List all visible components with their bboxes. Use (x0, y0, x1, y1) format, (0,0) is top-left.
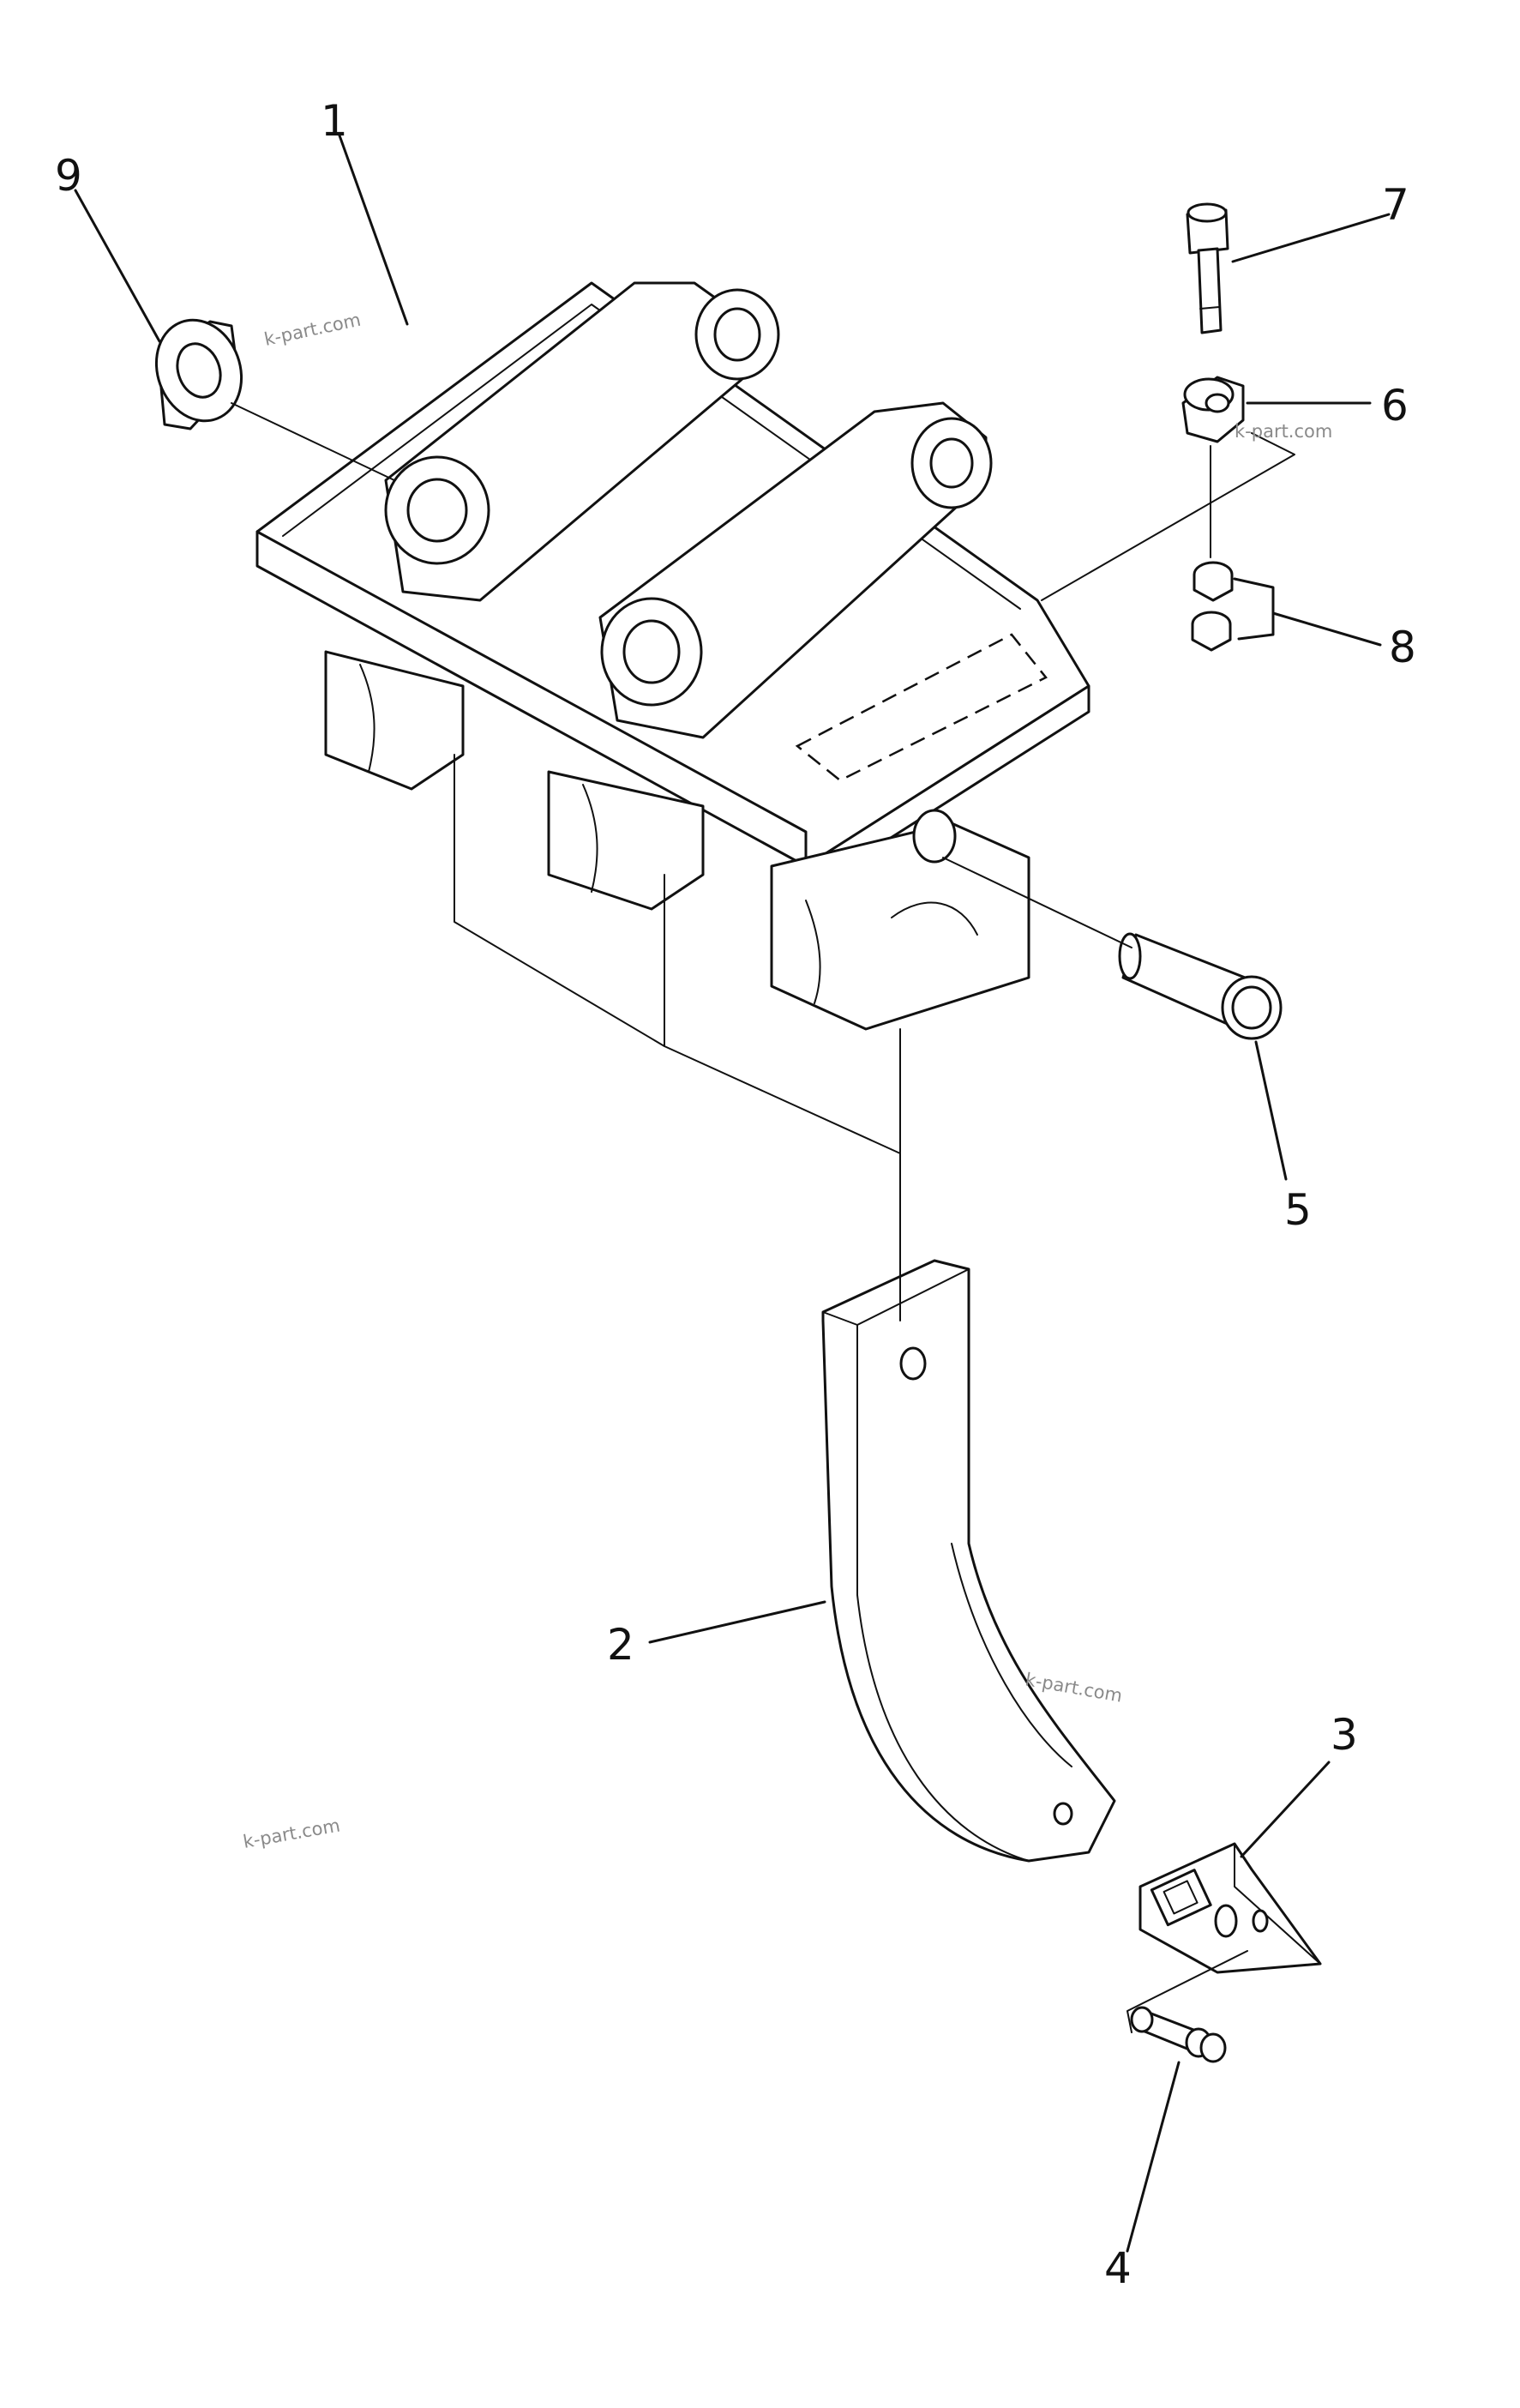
shank-part (821, 1259, 1116, 1863)
assembly-lines (231, 402, 1295, 2033)
collar-part (1181, 376, 1245, 443)
shank-holder-part (255, 281, 1090, 1031)
callout-2: 2 (607, 1620, 634, 1670)
holder-pin-part (1118, 932, 1283, 1040)
callout-5: 5 (1284, 1185, 1312, 1235)
watermark-2: k-part.com (1235, 421, 1332, 442)
callout-9: 9 (55, 151, 82, 201)
bolt-part (1186, 202, 1229, 334)
bushing-part (154, 318, 243, 430)
callout-labels: 1 2 3 4 5 6 7 8 9 (55, 96, 1416, 2293)
callout-8: 8 (1389, 623, 1416, 672)
watermark-4: k-part.com (242, 1815, 342, 1851)
callout-7: 7 (1382, 180, 1409, 230)
leader-lines (74, 134, 1391, 2253)
callout-3: 3 (1331, 1710, 1358, 1760)
watermark-1: k-part.com (262, 310, 363, 350)
tip-part (1138, 1842, 1322, 1974)
callout-6: 6 (1381, 381, 1409, 430)
callout-1: 1 (321, 96, 348, 146)
callout-4: 4 (1104, 2243, 1132, 2293)
nuts-part (1191, 561, 1234, 652)
tip-pin-part (1130, 2006, 1227, 2063)
